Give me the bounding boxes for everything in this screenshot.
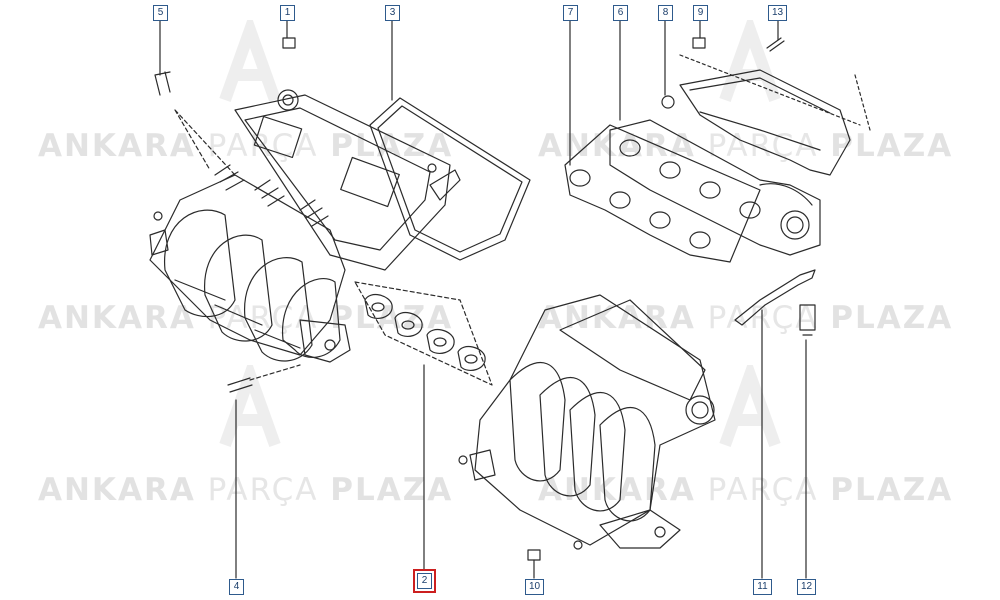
watermark-row-3-left: ANKARA PARÇA PLAZA [38, 472, 454, 508]
intake-port-gaskets [354, 281, 493, 386]
watermark-row-2-left: ANKARA PARÇA PLAZA [38, 300, 454, 336]
lower-intake-manifold [458, 294, 716, 550]
upper-manifold-gasket [369, 97, 531, 261]
upper-intake-manifold [149, 89, 461, 363]
callout-1[interactable]: 1 [280, 5, 295, 21]
watermark-row-1-left: ANKARA PARÇA PLAZA [38, 128, 454, 164]
bracket-11 [734, 269, 816, 326]
callout-4[interactable]: 4 [229, 579, 244, 595]
callout-10[interactable]: 10 [525, 579, 544, 595]
nut-8 [661, 95, 675, 109]
callout-12[interactable]: 12 [797, 579, 816, 595]
callout-6[interactable]: 6 [613, 5, 628, 21]
clip-9 [692, 37, 706, 49]
clip-1 [282, 37, 296, 49]
clip-10 [527, 549, 541, 561]
callout-7[interactable]: 7 [563, 5, 578, 21]
exhaust-manifold-gasket [564, 124, 761, 263]
watermark-logo-icon [719, 20, 781, 103]
watermark-row-2-right: ANKARA PARÇA PLAZA [538, 300, 954, 336]
exhaust-manifold [609, 119, 821, 256]
callout-5[interactable]: 5 [153, 5, 168, 21]
callout-3[interactable]: 3 [385, 5, 400, 21]
bolt-12 [799, 304, 816, 331]
callout-13[interactable]: 13 [768, 5, 787, 21]
watermark-logo-icon [219, 365, 281, 448]
callout-9[interactable]: 9 [693, 5, 708, 21]
watermark-logo-icon [219, 20, 281, 103]
bolt-13 [766, 37, 785, 52]
callout-11[interactable]: 11 [753, 579, 772, 595]
watermark-logo-icon [719, 365, 781, 448]
watermark-row-1-right: ANKARA PARÇA PLAZA [538, 128, 954, 164]
bolt-5 [154, 71, 171, 96]
bolt-4 [227, 377, 253, 393]
callout-8[interactable]: 8 [658, 5, 673, 21]
heat-shield [679, 54, 871, 176]
callout-2-highlighted[interactable]: 2 [413, 569, 436, 593]
